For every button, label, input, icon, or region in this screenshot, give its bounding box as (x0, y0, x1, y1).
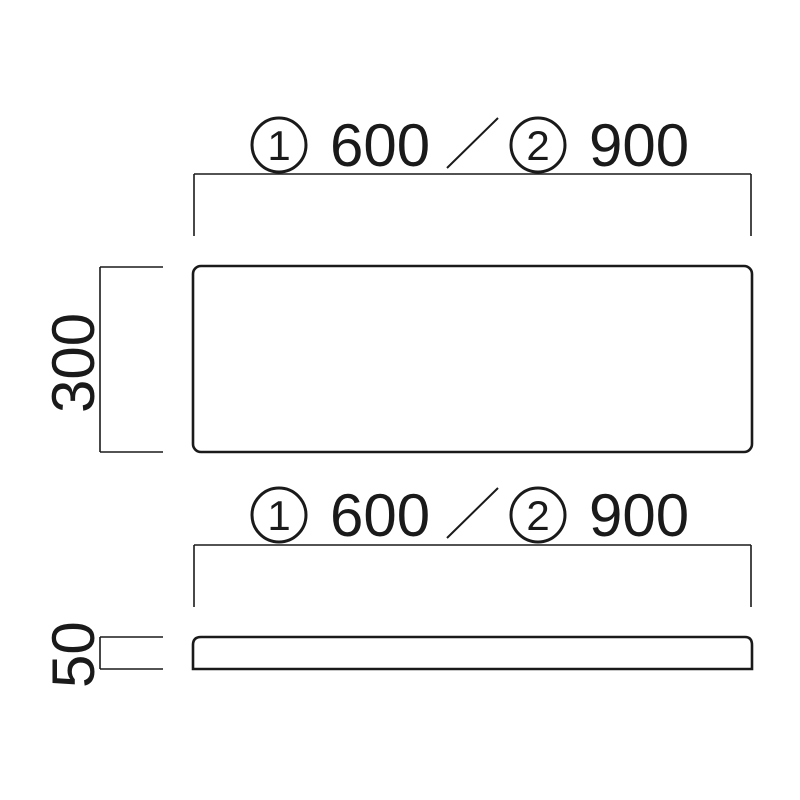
shelf-side-view (191, 635, 754, 671)
option-separator-slash (446, 117, 499, 169)
option1-marker-number: 1 (267, 122, 290, 169)
depth-dimension: 300 (40, 266, 163, 453)
option1-circle-marker (250, 116, 308, 174)
shelf-top-view (191, 264, 754, 454)
thickness-dimension: 50 (40, 621, 163, 688)
option2-marker-number: 2 (526, 492, 549, 539)
option2-width-value: 900 (589, 112, 689, 179)
option1-marker-number: 1 (267, 492, 290, 539)
option2-width-value: 900 (589, 482, 689, 549)
option2-marker-number: 2 (526, 122, 549, 169)
side-width-dimension: 1 600 2 900 (193, 482, 752, 607)
thickness-value: 50 (40, 621, 107, 688)
option1-width-value: 600 (330, 482, 430, 549)
option2-circle-marker (509, 486, 567, 544)
depth-value: 300 (40, 313, 107, 413)
option2-circle-marker (509, 116, 567, 174)
option1-circle-marker (250, 486, 308, 544)
option1-width-value: 600 (330, 112, 430, 179)
top-width-dimension: 1 600 2 900 (193, 112, 752, 236)
option-separator-slash (446, 487, 499, 539)
